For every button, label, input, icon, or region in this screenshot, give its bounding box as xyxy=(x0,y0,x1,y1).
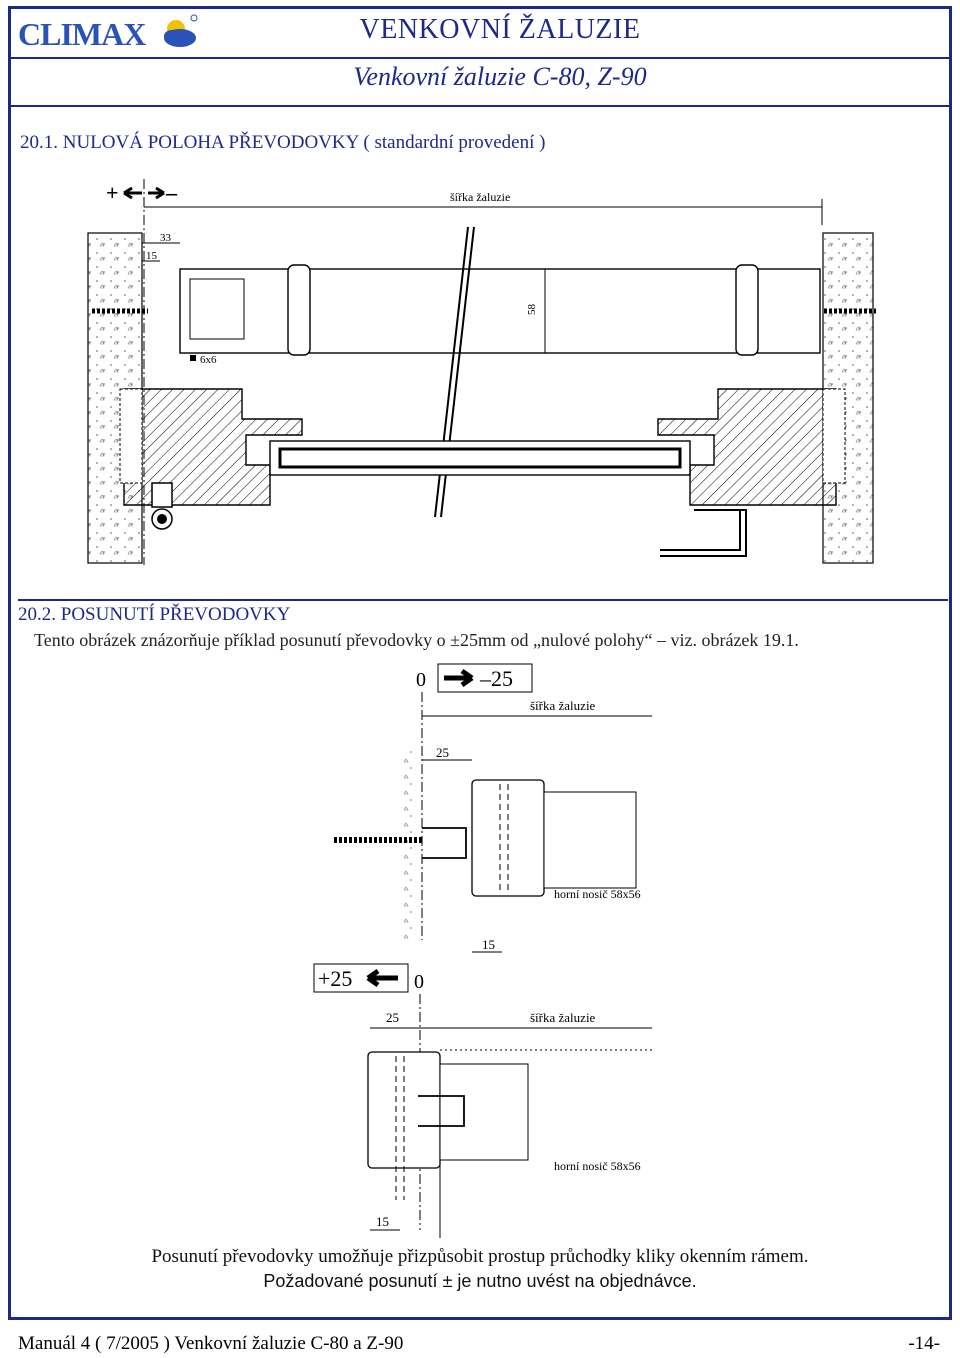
shift-plus-drawing: +25 0 25 šířka žaluzie horní nosič 58x56… xyxy=(313,963,652,1238)
section-heading-2: 20.2. POSUNUTÍ PŘEVODOVKY xyxy=(18,604,291,625)
header-row xyxy=(11,9,949,59)
width-label-3: šířka žaluzie xyxy=(530,1010,596,1025)
zero-label-bottom: 0 xyxy=(414,971,424,993)
dim-58: 58 xyxy=(526,304,538,316)
section-2-description: Tento obrázek znázorňuje příklad posunut… xyxy=(34,630,799,650)
dim-25-bottom: 25 xyxy=(386,1010,399,1025)
dim-6x6: 6x6 xyxy=(200,354,217,366)
carrier-label-bottom: horní nosič 58x56 xyxy=(554,1159,641,1173)
dim-15: 15 xyxy=(146,250,158,262)
carrier-label-top: horní nosič 58x56 xyxy=(554,887,641,901)
dim-25-top: 25 xyxy=(436,745,449,760)
zero-position-drawing: + – šířka žaluzie 33 15 58 6x6 xyxy=(87,179,876,565)
dim-15-top: 15 xyxy=(482,937,495,952)
caption-line-1: Posunutí převodovky umožňuje přizpůsobit… xyxy=(151,1246,809,1267)
plus-sign: + xyxy=(106,180,119,205)
zero-label-top: 0 xyxy=(416,669,426,691)
document-title: VENKOVNÍ ŽALUZIE xyxy=(359,14,641,45)
dim-15-bottom: 15 xyxy=(376,1214,389,1229)
width-label-2: šířka žaluzie xyxy=(530,698,596,713)
dim-33: 33 xyxy=(160,232,172,244)
climax-logo: CLIMAX xyxy=(18,14,198,50)
page-number: -14- xyxy=(908,1333,940,1354)
shift-plus-label: +25 xyxy=(318,966,352,991)
footer-manual-label: Manuál 4 ( 7/2005 ) Venkovní žaluzie C-8… xyxy=(18,1333,404,1354)
section-divider xyxy=(18,599,948,601)
caption-line-2: Požadované posunutí ± je nutno uvést na … xyxy=(263,1271,697,1291)
page-frame xyxy=(8,6,952,1320)
section-heading-1: 20.1. NULOVÁ POLOHA PŘEVODOVKY ( standar… xyxy=(20,132,546,153)
logo-text: CLIMAX xyxy=(18,16,146,50)
document-subtitle: Venkovní žaluzie C-80, Z-90 xyxy=(353,62,647,91)
shift-minus-drawing: 0 –25 šířka žaluzie 25 horní nosič 58x56… xyxy=(334,663,652,953)
subheader-row xyxy=(11,57,949,107)
minus-sign: – xyxy=(165,180,178,205)
width-label-1: šířka žaluzie xyxy=(450,190,510,204)
shift-minus-label: –25 xyxy=(479,666,513,691)
